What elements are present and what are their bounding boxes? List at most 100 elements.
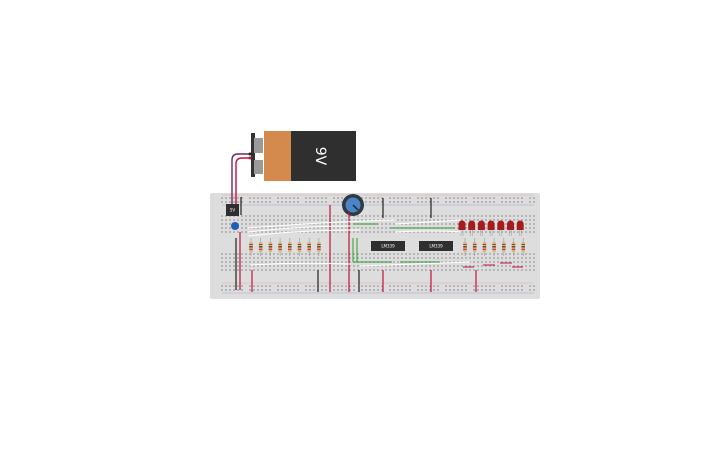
resistor[interactable]	[258, 238, 263, 256]
breadboard-hole	[433, 231, 435, 233]
resistor-band	[307, 244, 311, 245]
power-wires[interactable]	[235, 197, 477, 292]
breadboard-hole	[377, 265, 379, 267]
battery-wires[interactable]	[231, 152, 252, 206]
voltage-regulator[interactable]: 5V	[226, 204, 239, 216]
resistor[interactable]	[278, 238, 282, 256]
resistors[interactable]	[249, 238, 321, 256]
breadboard-hole	[377, 219, 379, 221]
resistor-band	[249, 244, 253, 245]
breadboard-hole	[505, 215, 507, 217]
battery[interactable]: 9V	[251, 131, 356, 181]
breadboard-hole	[277, 261, 279, 263]
breadboard-hole	[349, 257, 351, 259]
resistor[interactable]	[268, 238, 273, 256]
breadboard-hole	[393, 201, 395, 203]
breadboard-hole	[533, 265, 535, 267]
breadboard-hole	[241, 215, 243, 217]
breadboard-hole	[333, 219, 335, 221]
wire-battery-negative[interactable]	[231, 153, 250, 205]
breadboard-hole	[381, 253, 383, 255]
breadboard-hole	[457, 269, 459, 271]
leds[interactable]	[458, 220, 524, 237]
breadboard-hole	[409, 219, 411, 221]
breadboard-hole	[521, 253, 523, 255]
wire-white-2[interactable]	[247, 229, 361, 237]
led-resistor[interactable]	[472, 238, 477, 256]
wire-battery-positive[interactable]	[235, 157, 250, 205]
led[interactable]	[497, 220, 505, 237]
resistor-band	[482, 244, 487, 245]
breadboard-hole	[233, 261, 235, 263]
breadboard-hole	[381, 257, 383, 259]
wire-white-3[interactable]	[247, 219, 396, 229]
breadboard-hole	[321, 289, 323, 291]
breadboard-hole	[513, 231, 515, 233]
breadboard-hole	[529, 289, 531, 291]
white-wires[interactable]	[247, 219, 471, 267]
led-resistors[interactable]	[463, 238, 525, 268]
led[interactable]	[458, 220, 466, 237]
breadboard-hole	[381, 201, 383, 203]
wire-white-6[interactable]	[249, 262, 351, 266]
breadboard-hole	[413, 253, 415, 255]
breadboard-hole	[493, 201, 495, 203]
resistor[interactable]	[288, 238, 292, 256]
breadboard-hole	[373, 215, 375, 217]
chip-2[interactable]: LM339	[419, 241, 453, 251]
regulator-body	[226, 204, 239, 216]
signal-wires[interactable]	[352, 223, 455, 263]
breadboard-hole	[373, 227, 375, 229]
breadboard-hole	[245, 215, 247, 217]
breadboard-hole	[365, 285, 367, 287]
resistor[interactable]	[307, 238, 311, 256]
breadboard-hole	[301, 269, 303, 271]
breadboard-hole	[461, 219, 463, 221]
potentiometer[interactable]	[342, 194, 364, 216]
led[interactable]	[477, 220, 485, 237]
breadboard-hole	[253, 215, 255, 217]
led[interactable]	[516, 220, 524, 237]
wire-white-5[interactable]	[394, 230, 463, 233]
breadboard-hole	[293, 219, 295, 221]
breadboard-hole	[353, 289, 355, 291]
led-resistor[interactable]	[502, 238, 506, 256]
led-resistor[interactable]	[463, 238, 467, 256]
led-resistor[interactable]	[511, 238, 516, 256]
breadboard-hole	[465, 227, 467, 229]
capacitor[interactable]	[231, 222, 239, 230]
led-resistor[interactable]	[492, 238, 496, 256]
battery-cap	[264, 131, 292, 181]
breadboard-hole	[325, 219, 327, 221]
led[interactable]	[507, 220, 514, 237]
chip-1[interactable]: LM339	[371, 241, 405, 251]
breadboard-hole	[361, 253, 363, 255]
breadboard-hole	[453, 197, 455, 199]
led[interactable]	[487, 220, 495, 237]
breadboard-hole	[529, 257, 531, 259]
breadboard-hole	[445, 219, 447, 221]
breadboard-hole	[221, 215, 223, 217]
led-resistor[interactable]	[482, 238, 487, 256]
breadboard-hole	[413, 269, 415, 271]
breadboard-hole	[353, 285, 355, 287]
breadboard-hole	[353, 257, 355, 259]
breadboard-hole	[337, 215, 339, 217]
breadboard-hole	[533, 231, 535, 233]
breadboard-hole	[277, 257, 279, 259]
wire-white-7[interactable]	[359, 261, 471, 267]
resistor[interactable]	[317, 238, 321, 256]
breadboard-hole	[453, 253, 455, 255]
led-resistor[interactable]	[521, 238, 525, 256]
breadboard-hole	[373, 253, 375, 255]
breadboard-hole	[433, 265, 435, 267]
wire-white-1[interactable]	[247, 225, 351, 233]
resistor[interactable]	[297, 238, 302, 256]
resistor[interactable]	[249, 238, 253, 256]
led[interactable]	[468, 220, 476, 237]
wire-white-4[interactable]	[394, 219, 461, 225]
breadboard-hole	[505, 223, 507, 225]
breadboard-hole	[389, 197, 391, 199]
breadboard-hole	[417, 201, 419, 203]
